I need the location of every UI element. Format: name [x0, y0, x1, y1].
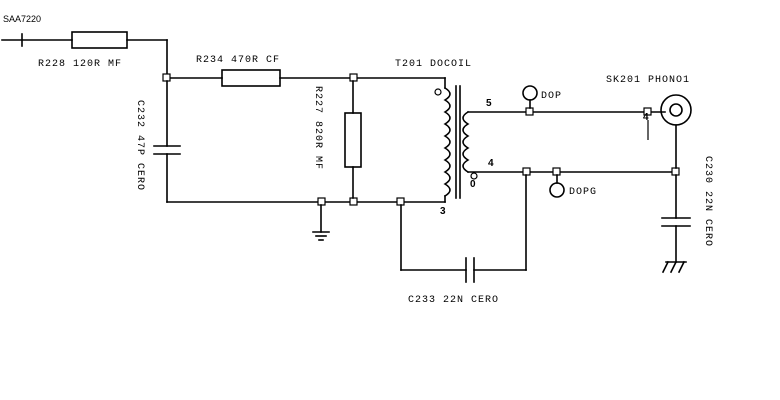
- junction-node: [349, 73, 358, 82]
- output-wire-top: [529, 111, 666, 140]
- source-ic-label: SAA7220: [3, 14, 41, 24]
- junction-node: [671, 167, 680, 176]
- chassis-ground-symbol: [661, 260, 687, 274]
- junction-node: [349, 197, 358, 206]
- connector-pin-number: 4: [643, 112, 649, 123]
- capacitor-c230: [661, 174, 691, 263]
- polarity-dot: [470, 172, 478, 180]
- r227-label: R227 820R MF: [312, 86, 323, 170]
- t201-pin-3: 3: [440, 206, 446, 217]
- test-point-dop: [522, 85, 538, 109]
- c230-label: C230 22N CERO: [702, 156, 713, 247]
- dop-label: DOP: [541, 91, 562, 102]
- test-point-dopg: [549, 174, 565, 198]
- resistor-r227: [344, 80, 362, 199]
- r234-label: R234 470R CF: [196, 55, 280, 66]
- t201-pin-5: 5: [486, 98, 492, 109]
- junction-node: [396, 197, 405, 206]
- dopg-label: DOPG: [569, 187, 597, 198]
- top-rail-wire: [166, 69, 446, 89]
- phono-connector-sk201: [660, 94, 692, 169]
- resistor-r228: [71, 31, 168, 49]
- junction-node: [317, 197, 326, 206]
- transformer-t201: [434, 85, 531, 203]
- junction-node: [522, 167, 531, 176]
- polarity-dot: [434, 88, 442, 96]
- t201-pin-4: 4: [488, 158, 494, 169]
- ground-symbol: [312, 204, 330, 241]
- junction-node: [643, 107, 652, 116]
- input-wire: [1, 33, 73, 47]
- junction-node: [552, 167, 561, 176]
- sk201-label: SK201 PHONO1: [606, 75, 690, 86]
- c233-label: C233 22N CERO: [408, 295, 499, 306]
- capacitor-c232: [153, 80, 181, 203]
- c232-label: C232 47P CERO: [134, 100, 145, 191]
- t201-pin-0: 0: [470, 179, 476, 190]
- capacitor-c233: [400, 174, 527, 283]
- junction-node: [525, 107, 534, 116]
- r228-label: R228 120R MF: [38, 59, 122, 70]
- t201-label: T201 DOCOIL: [395, 59, 472, 70]
- junction-node: [162, 73, 171, 82]
